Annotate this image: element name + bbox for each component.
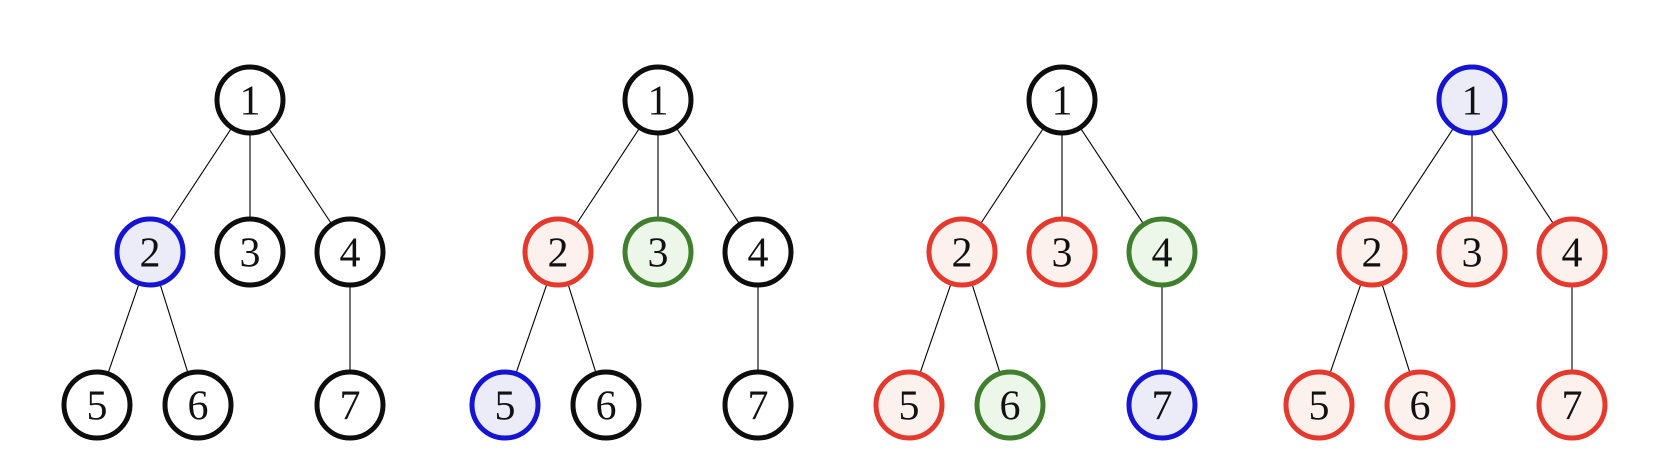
tree-node-label: 7 <box>340 384 361 430</box>
tree-node-label: 2 <box>1362 231 1383 277</box>
tree-node-circle <box>214 64 286 136</box>
tree-node-circle <box>1536 369 1608 441</box>
tree-node-circle <box>1126 369 1198 441</box>
tree-3: 1 2 3 4 5 6 7 <box>873 64 1198 441</box>
tree-node-circle <box>926 216 998 288</box>
tree-node-circle <box>974 369 1046 441</box>
tree-node-circle <box>1336 216 1408 288</box>
tree-node-circle <box>314 369 386 441</box>
tree-node-label: 3 <box>240 231 261 277</box>
tree-node-label: 3 <box>648 231 669 277</box>
tree-node-label: 7 <box>748 384 769 430</box>
tree-node-circle <box>622 216 694 288</box>
tree-node-label: 2 <box>548 231 569 277</box>
tree-node-circle <box>873 369 945 441</box>
tree-node-label: 3 <box>1052 231 1073 277</box>
tree-node-label: 1 <box>1052 79 1073 125</box>
tree-node-circle <box>1384 369 1456 441</box>
tree-node-circle <box>570 369 642 441</box>
tree-node-circle <box>622 64 694 136</box>
tree-node-circle <box>1026 64 1098 136</box>
tree-node-circle <box>1536 216 1608 288</box>
tree-node-circle <box>1026 216 1098 288</box>
tree-node-label: 6 <box>188 384 209 430</box>
tree-node-circle <box>722 216 794 288</box>
tree-node-label: 5 <box>87 384 108 430</box>
tree-node-circle <box>162 369 234 441</box>
tree-node-label: 2 <box>140 231 161 277</box>
tree-node-circle <box>114 216 186 288</box>
tree-node-label: 1 <box>240 79 261 125</box>
tree-node-label: 7 <box>1152 384 1173 430</box>
tree-node-label: 6 <box>596 384 617 430</box>
tree-node-label: 5 <box>1309 384 1330 430</box>
tree-node-label: 6 <box>1410 384 1431 430</box>
tree-1: 1 2 3 4 5 6 7 <box>61 64 386 441</box>
tree-node-circle <box>214 216 286 288</box>
tree-node-circle <box>314 216 386 288</box>
tree-node-label: 1 <box>648 79 669 125</box>
tree-node-label: 5 <box>495 384 516 430</box>
tree-node-label: 6 <box>1000 384 1021 430</box>
tree-node-label: 4 <box>748 231 769 277</box>
tree-4: 1 2 3 4 5 6 7 <box>1283 64 1608 441</box>
tree-node-circle <box>522 216 594 288</box>
tree-2: 1 2 3 4 5 6 7 <box>469 64 794 441</box>
tree-node-circle <box>1126 216 1198 288</box>
tree-node-label: 7 <box>1562 384 1583 430</box>
tree-node-circle <box>469 369 541 441</box>
tree-node-circle <box>722 369 794 441</box>
tree-node-circle <box>1436 216 1508 288</box>
tree-node-circle <box>1436 64 1508 136</box>
tree-node-label: 2 <box>952 231 973 277</box>
tree-node-label: 4 <box>1562 231 1583 277</box>
tree-node-label: 1 <box>1462 79 1483 125</box>
tree-node-label: 5 <box>899 384 920 430</box>
tree-node-circle <box>61 369 133 441</box>
tree-node-label: 3 <box>1462 231 1483 277</box>
tree-node-label: 4 <box>1152 231 1173 277</box>
tree-node-label: 4 <box>340 231 361 277</box>
tree-node-circle <box>1283 369 1355 441</box>
